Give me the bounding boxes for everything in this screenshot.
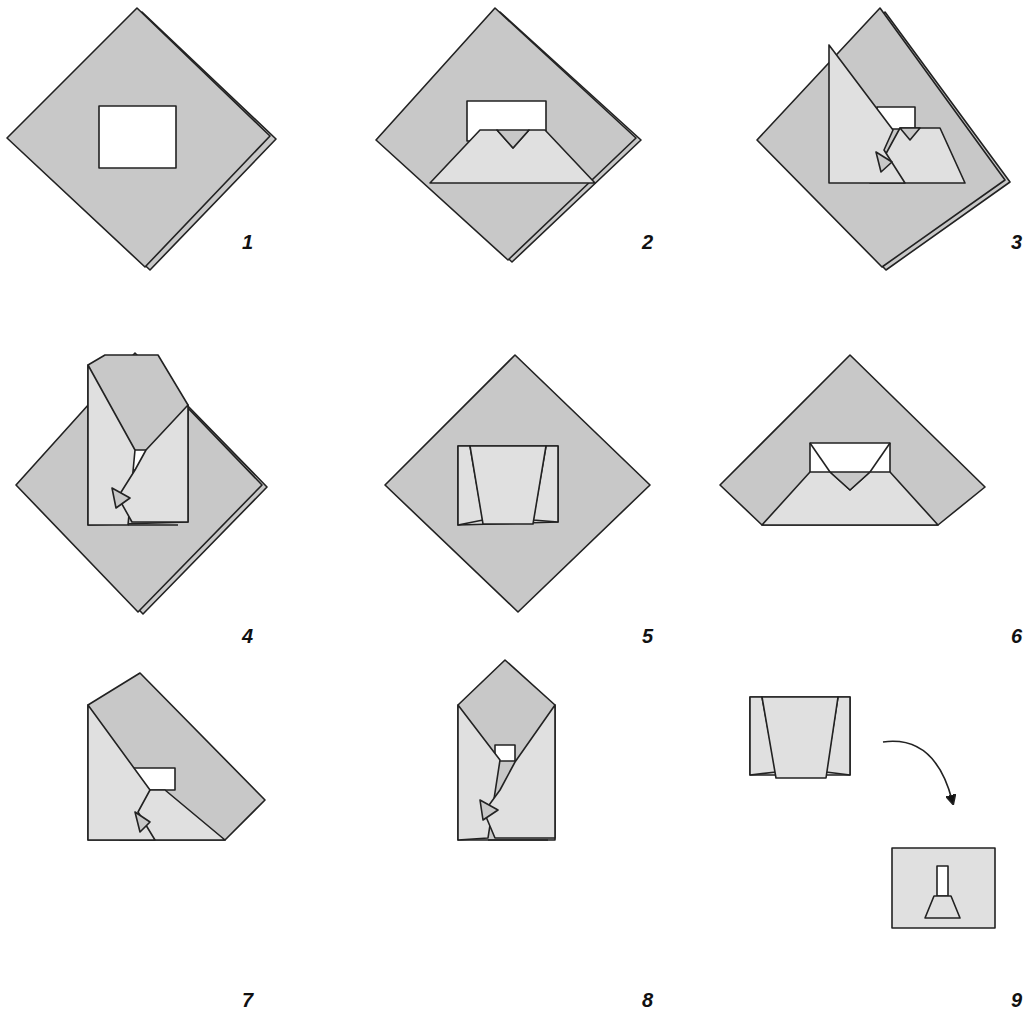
step-number: 3 (1011, 232, 1022, 252)
step-5-figure (385, 355, 650, 612)
step-8-figure (458, 660, 555, 840)
step-number: 6 (1011, 626, 1022, 646)
step-1-figure (7, 8, 276, 270)
step-number: 1 (242, 232, 253, 252)
step-4-figure (16, 353, 267, 614)
step-number: 7 (242, 990, 253, 1010)
step-6-figure (720, 355, 985, 525)
step-number: 2 (642, 232, 653, 252)
step-number: 4 (242, 626, 253, 646)
step-3-figure (757, 8, 1010, 270)
step-2-figure (376, 8, 641, 262)
step-9-figure (750, 697, 995, 928)
step-number: 9 (1011, 990, 1022, 1010)
step-7-figure (88, 673, 265, 840)
step-number: 8 (642, 990, 653, 1010)
step-number: 5 (642, 626, 653, 646)
